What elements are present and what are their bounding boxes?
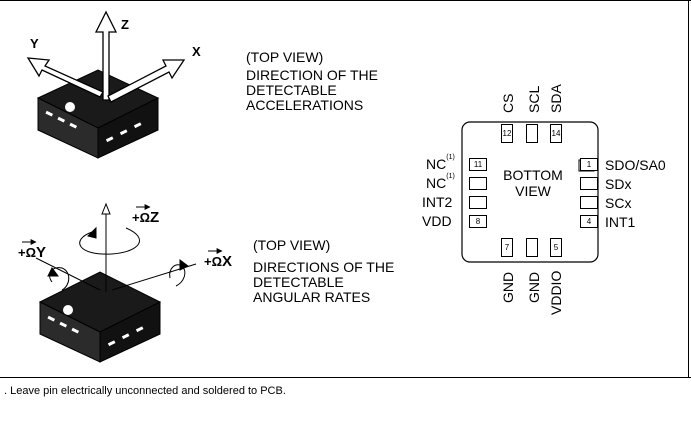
pin-label-sdx: SDx [605, 176, 632, 192]
omega-y-label: +ΩY [18, 244, 47, 261]
bottom-view-label-line1: BOTTOM [503, 167, 563, 183]
pin-pad-13 [526, 124, 538, 143]
z-rotation-arrow-icon [79, 227, 140, 255]
accel-package [36, 69, 160, 159]
pin-pad-2 [580, 177, 598, 190]
pin-label-scl: SCL [526, 85, 542, 113]
x-arrow-icon [107, 59, 186, 103]
pin-pad-5: 5 [550, 238, 562, 257]
pin-pad-7: 7 [501, 238, 513, 257]
pin-label-nc-2: NC(1) [426, 173, 455, 191]
pin-label-scx: SCx [605, 195, 632, 211]
bottom-view-package-outline [461, 121, 599, 263]
pin-label-sdo-sa0: SDO/SA0 [605, 157, 666, 173]
accel-axis-z-label: Z [121, 17, 129, 32]
accel-view-label: (TOP VIEW) [246, 49, 324, 65]
gyro-desc-line2: DETECTABLE [253, 274, 344, 290]
pin1-dot-icon [65, 102, 75, 112]
pin1-dot-icon [63, 305, 73, 315]
accel-desc-line2: DETECTABLE [246, 82, 337, 98]
pin-pad-8: 8 [469, 215, 487, 228]
accel-desc-line1: DIRECTION OF THE [246, 67, 378, 83]
z-arrow-icon [94, 10, 118, 101]
gyro-package [38, 271, 162, 363]
pin-label-gnd-1: GND [500, 271, 516, 303]
pin-pad-4: 4 [580, 215, 598, 228]
gyro-desc-line3: ANGULAR RATES [253, 289, 371, 305]
pin-pad-1: 1 [580, 158, 598, 171]
pin-label-cs: CS [500, 93, 516, 113]
y-arrow-icon [26, 57, 104, 98]
bottom-view-label-line2: VIEW [515, 183, 551, 199]
omega-x-label: +ΩX [204, 253, 233, 270]
omega-vector-arrows [22, 204, 223, 254]
pin-label-int2: INT2 [422, 194, 453, 210]
pin-label-sda: SDA [548, 84, 564, 113]
pin-pad-11: 11 [469, 158, 487, 171]
frame-right-border [688, 0, 689, 377]
pin-pad-12: 12 [501, 124, 513, 143]
pin-label-nc-1: NC(1) [426, 154, 455, 172]
accel-axes [26, 10, 186, 103]
omega-z-label: +ΩZ [132, 209, 160, 226]
accel-desc-line3: ACCELERATIONS [246, 97, 364, 113]
gyro-view-label: (TOP VIEW) [253, 237, 331, 253]
frame-top-border [0, 0, 691, 1]
pin-pad-6 [526, 238, 538, 257]
pin-label-gnd-2: GND [526, 271, 542, 303]
accel-axis-y-label: Y [30, 36, 39, 51]
frame-bottom-border [0, 377, 691, 378]
pin-label-int1: INT1 [605, 214, 636, 230]
gyro-axes [35, 202, 197, 292]
pin-pad-10 [469, 177, 487, 190]
accel-axis-x-label: X [192, 44, 201, 59]
pin-label-vdd: VDD [422, 213, 452, 229]
pin-pad-14: 14 [550, 124, 562, 143]
pin-label-vddio: VDDIO [548, 270, 564, 315]
gyro-desc-line1: DIRECTIONS OF THE [253, 259, 395, 275]
footnote: . Leave pin electrically unconnected and… [4, 385, 286, 397]
pin-pad-3 [580, 196, 598, 209]
pin-pad-9 [469, 196, 487, 209]
